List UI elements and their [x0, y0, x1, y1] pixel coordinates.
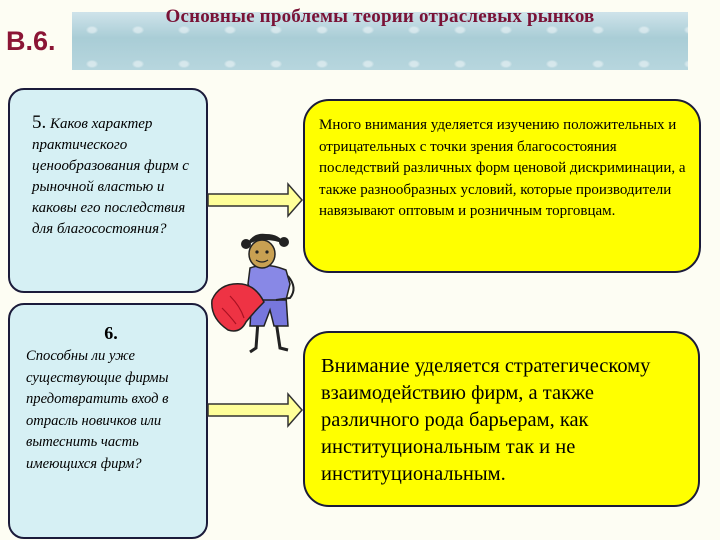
- slide-title: Основные проблемы теории отраслевых рынк…: [165, 6, 595, 27]
- slide-number: В.6.: [6, 26, 56, 56]
- title-banner: [72, 12, 688, 70]
- answer-box-1: Много внимания уделяется изучению положи…: [303, 99, 701, 273]
- question-box-5: 5. Каков характер практического ценообра…: [8, 88, 208, 293]
- question-box-6: 6. Способны ли уже существующие фирмы пр…: [8, 303, 208, 539]
- question-5-number: 5.: [32, 112, 47, 133]
- right-arrow-icon: [207, 182, 303, 218]
- right-arrow-icon: [207, 392, 303, 428]
- matador-figure-icon: [211, 233, 295, 354]
- answer-2-text: Внимание уделяется стратегическому взаим…: [321, 355, 651, 485]
- question-5-text: 5. Каков характер практического ценообра…: [32, 112, 196, 240]
- question-5-body: Каков характер практического ценообразов…: [32, 116, 189, 237]
- answer-1-text: Много внимания уделяется изучению положи…: [319, 117, 686, 219]
- answer-box-2: Внимание уделяется стратегическому взаим…: [303, 331, 700, 507]
- question-6-number: 6.: [104, 323, 118, 343]
- question-6-body: Способны ли уже существующие фирмы предо…: [26, 348, 169, 472]
